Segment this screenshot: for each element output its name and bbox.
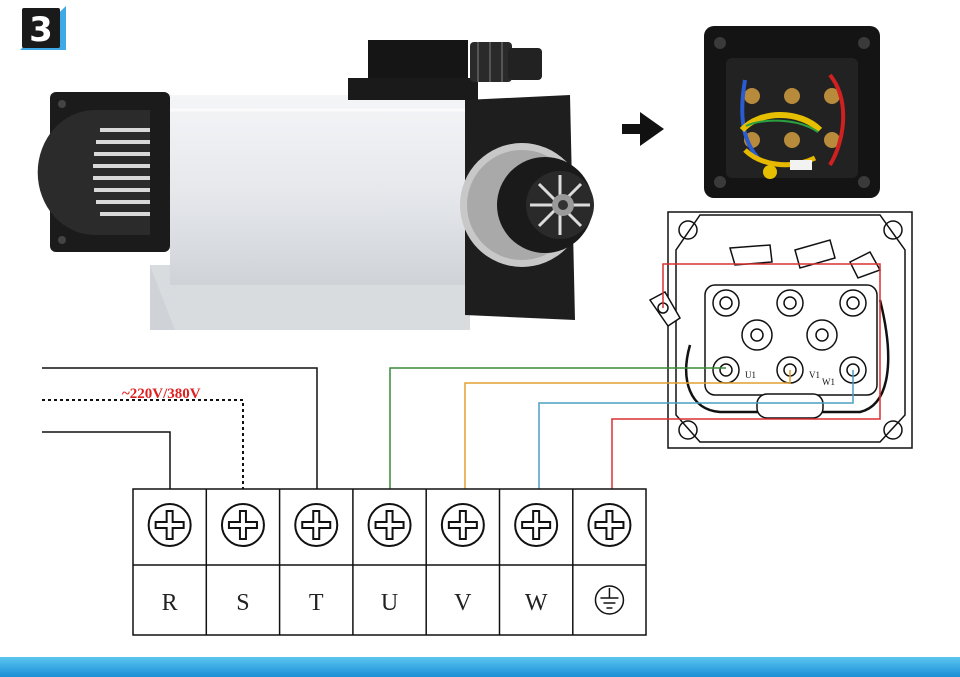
supply-wires (42, 367, 318, 490)
motor-terminal-drawing (648, 211, 913, 449)
junction-box-photo (704, 26, 880, 198)
voltage-label: ~220V/380V (122, 386, 201, 402)
ground-icon (594, 585, 625, 615)
step-number: 3 (29, 10, 53, 50)
terminal-label-w: W (525, 590, 548, 616)
arrow-right-icon (622, 112, 664, 146)
spindle-motor-image (37, 40, 594, 330)
terminal-label-w1: W1 (822, 377, 835, 387)
terminal-label-u1: U1 (745, 370, 756, 380)
terminal-label-u: U (381, 590, 398, 616)
terminal-label-s: S (236, 590, 249, 616)
step-badge: 3 (20, 6, 66, 50)
footer-bar (0, 657, 960, 677)
terminal-label-v1: V1 (809, 370, 820, 380)
terminal-screw-icon (147, 503, 192, 547)
motor-wires (389, 263, 881, 490)
terminal-screw-icon (294, 503, 339, 547)
terminal-screw-icon (220, 503, 265, 547)
terminal-label-r: R (162, 590, 178, 616)
terminal-label-t: T (309, 590, 324, 616)
terminal-screw-icon (440, 503, 485, 547)
terminal-label-v: V (454, 590, 472, 616)
terminal-screw-icon (587, 503, 632, 547)
terminal-screw-icon (514, 503, 559, 547)
terminal-screw-icon (367, 503, 412, 547)
